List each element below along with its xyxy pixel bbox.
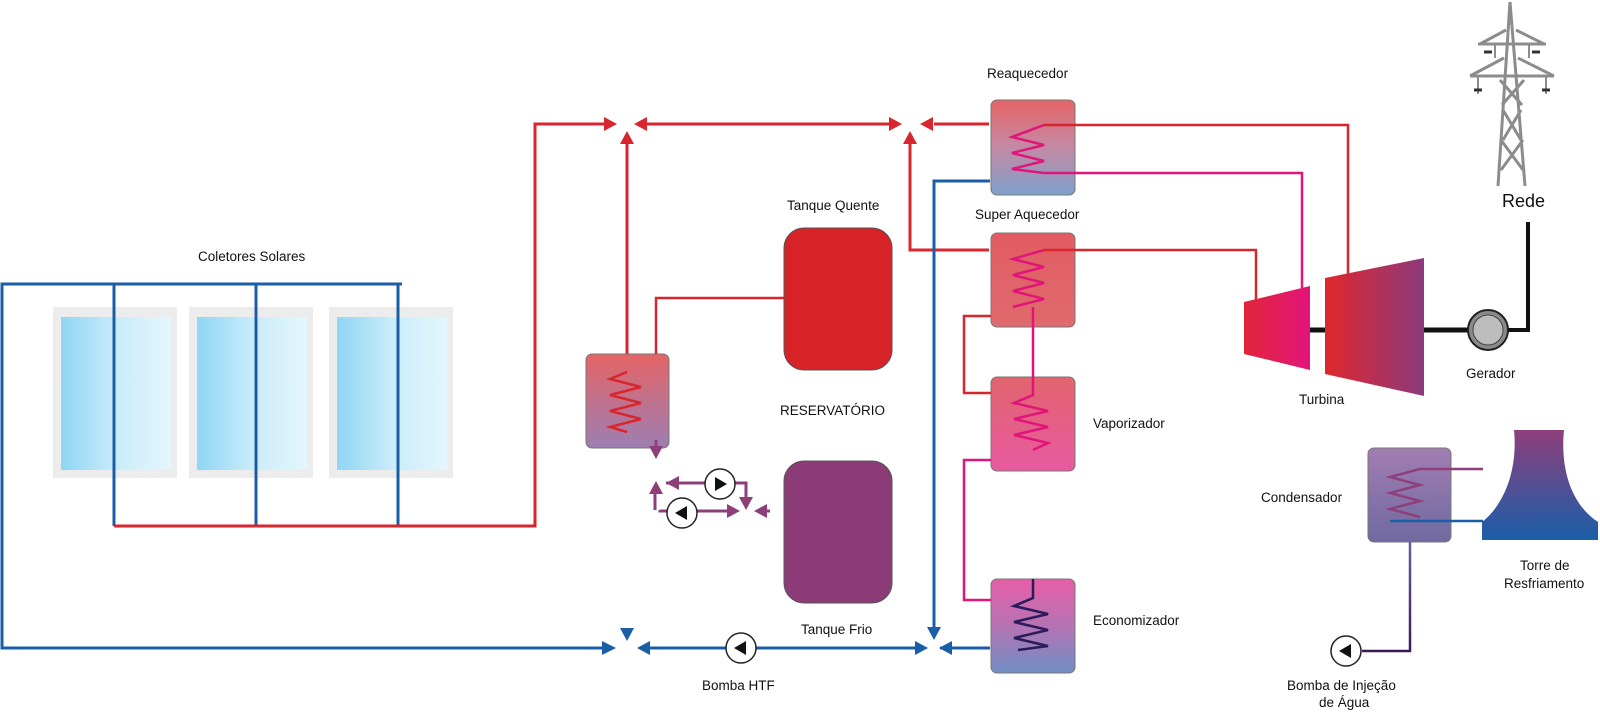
heat-exchanger-coil-icon [1009,377,1052,452]
label-cold-tank: Tanque Frio [801,622,872,637]
label-superheater: Super Aquecedor [975,207,1080,222]
label-grid: Rede [1502,191,1545,211]
arrowhead-reheat-return [920,117,933,131]
solar-collector-field [53,307,453,478]
heat-exchanger-coil-icon [1385,467,1425,519]
collector-glass-2 [197,317,307,470]
heat-exchanger-coil-icon [605,370,642,434]
label-htf-pump: Bomba HTF [702,678,775,693]
generator [1467,309,1509,351]
heat-exchanger-coil-icon [1007,123,1045,175]
label-feedwater-pump-1: Bomba de Injeção [1287,678,1396,693]
reheater [990,99,1076,196]
label-economizer: Economizador [1093,613,1180,628]
hot-reheat-line [1044,123,1350,278]
arrowhead-storage-5 [727,504,740,518]
label-reservoir: RESERVATÓRIO [780,403,885,418]
arrowhead-down-bottom-left [620,628,634,641]
label-condenser: Condensador [1261,490,1343,505]
arrowhead-bottom-left [637,641,650,655]
label-reheater: Reaquecedor [987,66,1069,81]
heat-exchanger-coil-icon [1008,248,1045,309]
label-hot-tank: Tanque Quente [787,198,879,213]
cold-tank [783,460,893,604]
pump-arrow-icon [734,641,746,655]
arrowhead-bottom-right [915,641,928,655]
feedwater-pump[interactable] [1330,635,1362,667]
arrowhead-econ-left [939,641,952,655]
collector-glass-1 [61,317,171,470]
storage-pump-1[interactable] [704,468,736,500]
arrowhead-storage-1 [649,446,663,459]
hx-to-hot-tank-line [654,296,786,354]
arrowhead-up-to-junction [620,131,634,144]
arrowhead-header-right [889,117,902,131]
label-cooling-tower-2: Resfriamento [1504,576,1584,591]
label-cooling-tower-1: Torre de [1520,558,1570,573]
storage-pump-2[interactable] [666,497,698,529]
cold-htf-collector-line [0,282,602,650]
arrowhead-hot-to-junction [604,117,617,131]
htf-evap-econ-link [962,458,991,602]
pump-arrow-icon [715,477,727,491]
arrowhead-down-from-junction [903,131,917,144]
htf-exchanger-links [962,314,991,395]
label-turbine: Turbina [1299,392,1345,407]
htf-pump[interactable] [725,632,757,664]
main-steam-line [1044,248,1258,302]
grid-connection-line [1508,222,1530,332]
label-generator: Gerador [1466,366,1516,381]
hot-tank [783,227,893,371]
hp-turbine [1244,286,1310,370]
superheater [990,232,1076,328]
label-collectors: Coletores Solares [198,249,306,264]
arrowhead-storage-4 [739,497,753,510]
pump-arrow-icon [675,506,687,520]
transmission-tower-icon [1469,1,1555,187]
pump-arrow-icon [1339,644,1351,658]
condensate-line [1362,542,1412,653]
label-evaporator: Vaporizador [1093,416,1165,431]
lp-turbine [1325,258,1424,396]
heat-exchanger-coil-icon [1009,579,1049,652]
arrowhead-storage-3 [666,476,679,490]
arrowhead-storage-6 [754,504,767,518]
cooling-tower-icon [1482,430,1598,540]
label-feedwater-pump-2: de Água [1319,695,1370,710]
hot-htf-collector-line [114,122,604,528]
economizer [990,578,1076,674]
collector-glass-3 [337,317,447,470]
condenser [1367,447,1452,543]
htf-to-superheater-line [908,137,989,252]
arrowhead-header-left [634,117,647,131]
arrowhead-storage-2 [649,481,663,494]
htf-salt-heat-exchanger [585,353,670,449]
cooling-water-lines [1390,467,1483,523]
cold-reheat-line [1044,171,1304,288]
arrowhead-cold-to-junction [602,641,616,655]
arrowhead-reheat-cold-down [927,627,941,640]
